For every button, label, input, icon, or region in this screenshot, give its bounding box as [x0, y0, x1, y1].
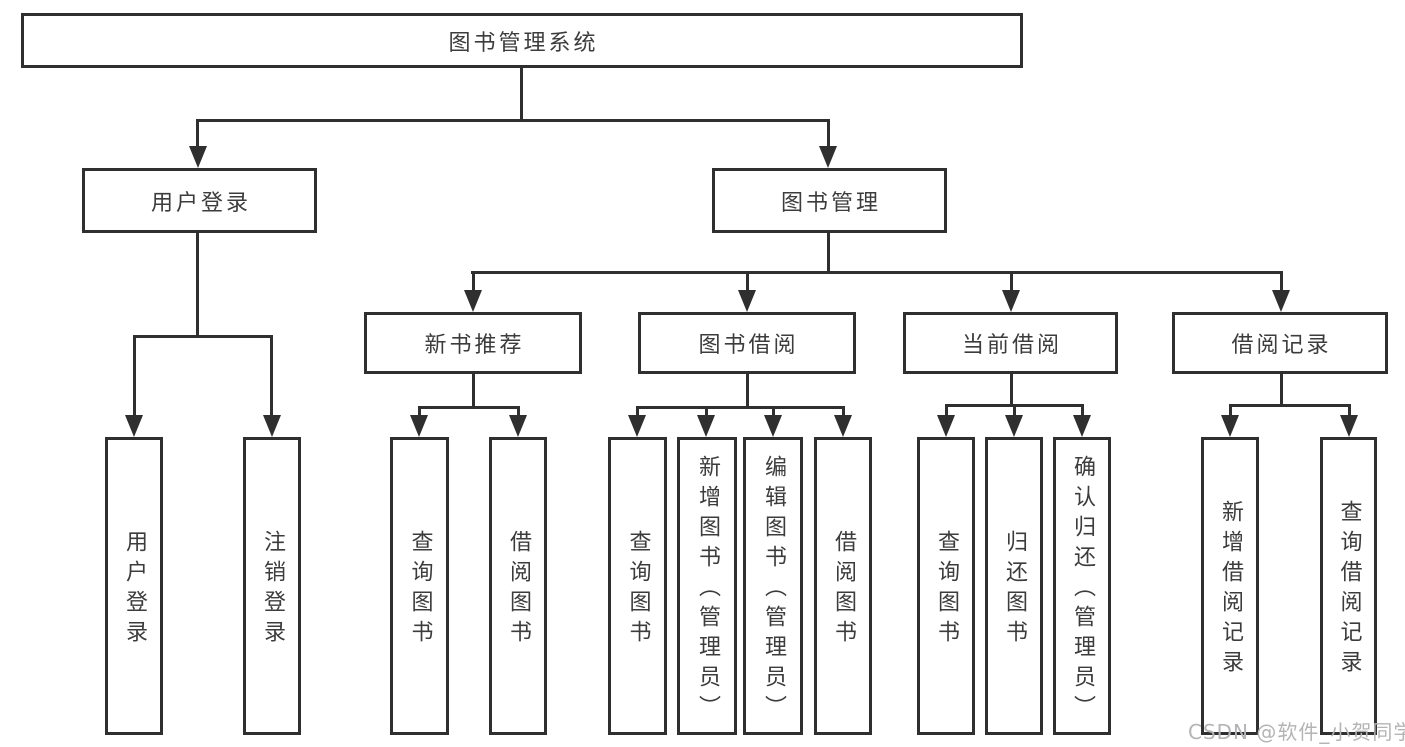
leaf-edit-book-admin: 编辑图书（管理员）: [743, 437, 803, 735]
connector-line: [1348, 404, 1351, 418]
leaf-user-login-label: 用户登录: [122, 530, 147, 650]
arrowhead-down: [1073, 415, 1091, 437]
connector-line: [197, 119, 829, 122]
leaf-confirm-return-admin-label: 确认归还（管理员）: [1070, 455, 1095, 725]
arrowhead-down: [834, 415, 852, 437]
leaf-borrow-book-recommend: 借阅图书: [489, 437, 547, 735]
leaf-add-borrow-record: 新增借阅记录: [1201, 437, 1259, 735]
node-book-management-label: 图书管理: [780, 190, 881, 216]
connector-line: [472, 271, 475, 293]
connector-line: [842, 406, 845, 418]
connector-line: [827, 233, 830, 273]
connector-line: [517, 406, 520, 418]
connector-line: [1229, 404, 1232, 418]
node-root: 图书管理系统: [21, 13, 1023, 68]
arrowhead-down: [819, 146, 837, 168]
connector-line: [636, 406, 639, 418]
arrowhead-down: [628, 415, 646, 437]
connector-line: [1081, 404, 1084, 418]
node-book-borrow: 图书借阅: [638, 312, 856, 374]
leaf-borrow-book: 借阅图书: [814, 437, 872, 735]
connector-line: [746, 374, 749, 408]
arrowhead-down: [189, 146, 207, 168]
connector-line: [746, 271, 749, 293]
arrowhead-down: [125, 415, 143, 437]
connector-line: [705, 406, 708, 418]
node-current-borrow: 当前借阅: [903, 312, 1118, 374]
leaf-query-book-current-label: 查询图书: [934, 530, 959, 650]
connector-line: [1010, 374, 1013, 406]
leaf-add-book-admin: 新增图书（管理员）: [677, 437, 737, 735]
node-book-management: 图书管理: [712, 168, 947, 233]
csdn-watermark: CSDN @软件_小贺同学: [1188, 720, 1405, 744]
connector-line: [471, 271, 1282, 274]
arrowhead-down: [464, 290, 482, 312]
connector-line: [196, 233, 199, 337]
leaf-query-book-recommend-label: 查询图书: [407, 530, 433, 650]
connector-line: [133, 335, 273, 338]
connector-line: [418, 406, 421, 418]
node-current-borrow-label: 当前借阅: [961, 333, 1062, 358]
leaf-return-book-label: 归还图书: [1002, 530, 1027, 650]
arrowhead-down: [697, 415, 715, 437]
node-user-login: 用户登录: [82, 168, 317, 233]
leaf-query-book-borrow: 查询图书: [608, 437, 667, 735]
arrowhead-down: [509, 415, 527, 437]
connector-line: [827, 119, 830, 149]
connector-line: [636, 406, 845, 409]
leaf-borrow-book-recommend-label: 借阅图书: [506, 530, 531, 650]
leaf-query-borrow-record-label: 查询借阅记录: [1336, 500, 1362, 680]
node-borrow-records-label: 借阅记录: [1231, 333, 1332, 358]
leaf-add-borrow-record-label: 新增借阅记录: [1218, 500, 1243, 680]
arrowhead-down: [937, 415, 955, 437]
node-new-book-recommend-label: 新书推荐: [424, 333, 525, 358]
arrowhead-down: [1272, 290, 1290, 312]
leaf-query-borrow-record: 查询借阅记录: [1320, 437, 1377, 735]
connector-line: [1280, 271, 1283, 293]
node-user-login-label: 用户登录: [150, 190, 251, 216]
arrowhead-down: [1221, 415, 1239, 437]
node-book-borrow-label: 图书借阅: [698, 333, 799, 358]
leaf-edit-book-admin-label: 编辑图书（管理员）: [761, 455, 786, 725]
connector-line: [945, 404, 948, 418]
node-borrow-records: 借阅记录: [1172, 312, 1388, 374]
leaf-borrow-book-label: 借阅图书: [831, 530, 856, 650]
leaf-query-book-recommend: 查询图书: [390, 437, 449, 735]
arrowhead-down: [263, 415, 281, 437]
leaf-confirm-return-admin: 确认归还（管理员）: [1053, 437, 1111, 735]
node-new-book-recommend: 新书推荐: [364, 312, 582, 374]
connector-line: [1013, 404, 1016, 418]
leaf-logout-label: 注销登录: [260, 530, 285, 650]
arrowhead-down: [1340, 415, 1358, 437]
connector-line: [1010, 271, 1013, 293]
node-root-label: 图书管理系统: [448, 30, 599, 56]
connector-line: [133, 335, 136, 417]
connector-line: [418, 406, 520, 409]
leaf-add-book-admin-label: 新增图书（管理员）: [695, 455, 720, 725]
connector-line: [1229, 404, 1351, 407]
connector-line: [472, 374, 475, 408]
connector-line: [1280, 374, 1283, 406]
arrowhead-down: [738, 290, 756, 312]
arrowhead-down: [1005, 415, 1023, 437]
leaf-user-login: 用户登录: [105, 437, 163, 735]
arrowhead-down: [1002, 290, 1020, 312]
connector-line: [270, 335, 273, 417]
connector-line: [520, 68, 523, 121]
leaf-logout: 注销登录: [243, 437, 301, 735]
leaf-query-book-borrow-label: 查询图书: [625, 530, 651, 650]
leaf-query-book-current: 查询图书: [917, 437, 975, 735]
arrowhead-down: [410, 415, 428, 437]
leaf-return-book: 归还图书: [985, 437, 1043, 735]
connector-line: [772, 406, 775, 418]
connector-line: [196, 119, 199, 149]
arrowhead-down: [764, 415, 782, 437]
